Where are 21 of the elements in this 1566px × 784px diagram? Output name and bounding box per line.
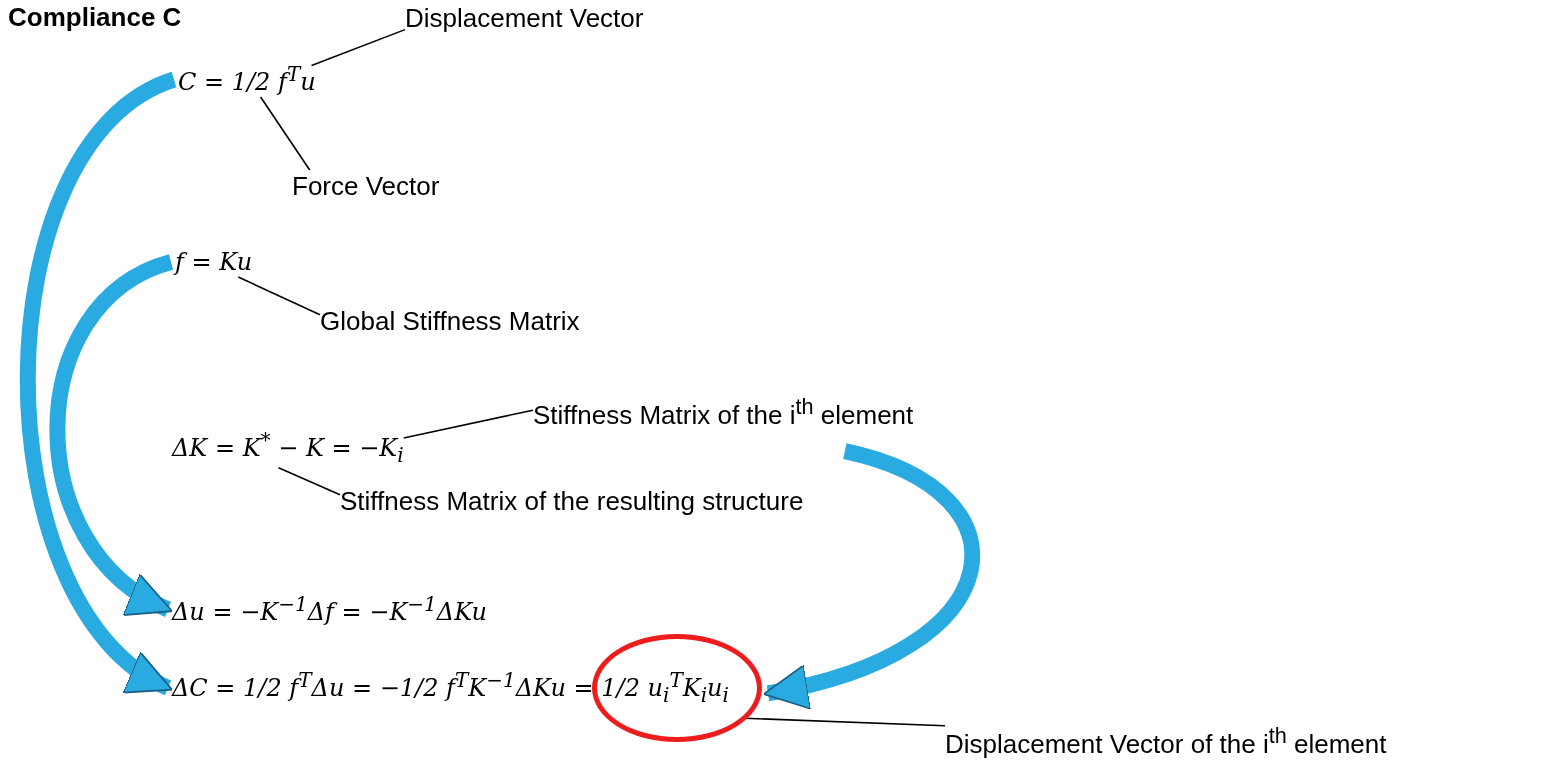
leader-line	[277, 467, 341, 496]
leader-line	[402, 409, 534, 439]
highlight-ellipse	[592, 634, 762, 742]
title: Compliance C	[8, 2, 182, 33]
annotation-text: Displacement Vector of the i$^{th}$ element	[945, 722, 1387, 761]
equation: C = 1/2 f$^{T}$u	[178, 62, 316, 97]
equation: f = Ku	[175, 247, 253, 277]
annotation-text: Stiffness Matrix of the i$^{th}$ element	[533, 393, 914, 432]
annotation-text: Stiffness Matrix of the resulting structure	[340, 485, 804, 518]
equation: ΔC = 1/2 f$^{T}$Δu = −1/2 f$^{T}$K$^{−1}$ΔKu = 1/2 u$_{i}$$^{T}$K$_{i}$u$_{i}$	[172, 668, 729, 708]
curved-arrow	[19, 72, 178, 695]
leader-line	[310, 28, 406, 67]
annotation-text: Global Stiffness Matrix	[320, 305, 580, 338]
leader-line	[237, 276, 321, 316]
annotation-text: Force Vector	[292, 170, 440, 203]
curved-arrow	[762, 443, 980, 708]
equation: Δu = −K$^{−1}$Δf = −K$^{−1}$ΔKu	[172, 592, 487, 627]
annotation-text: Displacement Vector	[405, 2, 644, 35]
curved-arrow	[49, 254, 174, 617]
equation: ΔK = K$^{*}$ − K = −K$_{i}$	[172, 428, 404, 468]
leader-line	[259, 96, 311, 171]
